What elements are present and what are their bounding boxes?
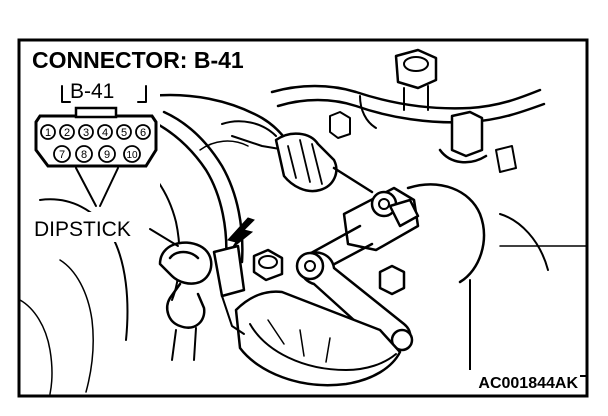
pin-1 xyxy=(40,124,56,140)
pin-5-label: 5 xyxy=(121,127,127,139)
title-backing xyxy=(26,44,262,76)
connector-id-bracket xyxy=(61,85,147,103)
connector-callout: CONNECTOR: B-41 B-41 1 2 3 4 5 6 7 8 9 xyxy=(26,44,262,247)
connector-pins: 1 2 3 4 5 6 7 8 9 10 xyxy=(40,124,151,163)
pin-3 xyxy=(78,124,94,140)
pin-5 xyxy=(116,124,132,140)
pin-7 xyxy=(53,145,71,163)
pin-4-label: 4 xyxy=(102,127,108,139)
pin-6 xyxy=(135,124,151,140)
pin-1-label: 1 xyxy=(45,127,51,139)
pin-9 xyxy=(98,145,116,163)
pin-3-label: 3 xyxy=(83,127,89,139)
pin-10-label: 10 xyxy=(126,150,138,161)
dipstick-leader-line xyxy=(149,228,179,247)
pin-8-label: 8 xyxy=(81,149,87,161)
pin-4 xyxy=(97,124,113,140)
pin-2-label: 2 xyxy=(64,127,70,139)
pin-8 xyxy=(75,145,93,163)
pin-10 xyxy=(123,145,141,163)
dipstick-label: DIPSTICK xyxy=(34,218,131,241)
label-backing xyxy=(28,212,152,242)
pin-2 xyxy=(59,124,75,140)
connector-title: CONNECTOR: B-41 xyxy=(32,47,244,73)
pin-6-label: 6 xyxy=(140,127,146,139)
figure-code: AC001844AK xyxy=(478,375,578,392)
dipstick-arrow-icon xyxy=(227,217,255,249)
connector-id-label: B-41 xyxy=(70,80,114,103)
pin-7-label: 7 xyxy=(59,149,65,161)
pin-9-label: 9 xyxy=(104,149,110,161)
connector-leader-lines xyxy=(75,167,119,207)
code-backing xyxy=(438,370,580,392)
connector-latch-icon xyxy=(74,106,118,119)
